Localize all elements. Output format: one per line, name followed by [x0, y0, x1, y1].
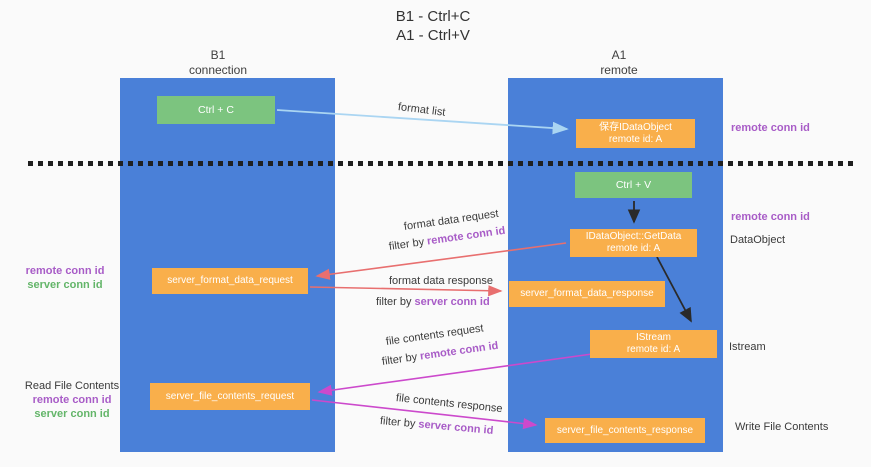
node-server-format-data-response: server_format_data_response: [509, 281, 665, 307]
label-filter-by-text: filter by: [376, 296, 415, 308]
label-format-data-response: format data response: [389, 275, 493, 287]
lane-b1-role: connection: [188, 63, 248, 77]
node-server-format-data-request: server_format_data_request: [152, 268, 308, 294]
node-istream-line1: IStream: [635, 332, 671, 343]
title-line-1: B1 - Ctrl+C: [395, 8, 471, 25]
annotation-read-file-block: Read File Contents remote conn id server…: [17, 379, 127, 421]
node-istream-line2: remote id: A: [626, 344, 681, 355]
node-server-file-contents-request: server_file_contents_request: [150, 383, 310, 410]
label-filter-server-1: filter by server conn id: [376, 296, 490, 308]
node-getdata-line1: IDataObject::GetData: [585, 231, 682, 242]
diagram-title: B1 - Ctrl+C A1 - Ctrl+V: [0, 7, 866, 45]
session-divider-dashed-line: [28, 161, 855, 166]
label-server-conn-id: server conn id: [414, 296, 490, 308]
lane-header-b1: B1 connection: [148, 48, 288, 78]
annotation-remote-conn-id-mid: remote conn id: [731, 211, 810, 223]
node-file-response-label: server_file_contents_response: [556, 424, 694, 436]
node-format-request-label: server_format_data_request: [167, 275, 293, 286]
annotation-server-conn-id-left: server conn id: [27, 279, 103, 291]
annotation-server-conn-id-bottom: server conn id: [34, 408, 110, 420]
node-ctrl-v: Ctrl + V: [575, 172, 692, 198]
node-idataobject-getdata: IDataObject::GetData remote id: A: [570, 229, 697, 257]
annotation-remote-conn-id-bottom: remote conn id: [32, 394, 112, 406]
label-filter-by-text: filter by: [379, 415, 419, 431]
node-ctrl-c-label: Ctrl + C: [198, 104, 234, 116]
node-server-file-contents-response: server_file_contents_response: [545, 418, 705, 443]
annotation-istream: Istream: [729, 341, 766, 353]
label-filter-by-text: filter by: [381, 350, 421, 368]
node-ctrl-c: Ctrl + C: [157, 96, 275, 124]
lane-a1-name: A1: [611, 48, 627, 62]
label-filter-server-2: filter by server conn id: [379, 415, 493, 437]
lane-a1-role: remote: [600, 63, 638, 77]
label-format-list: format list: [397, 101, 447, 119]
annotation-remote-conn-id-top: remote conn id: [731, 122, 810, 134]
node-getdata-line2: remote id: A: [606, 243, 661, 254]
annotation-remote-conn-id-left: remote conn id: [25, 265, 105, 277]
node-save-idataobject-line1: 保存IDataObject: [599, 121, 672, 133]
annotation-write-file-contents: Write File Contents: [735, 421, 829, 433]
node-save-idataobject: 保存IDataObject remote id: A: [576, 119, 695, 148]
label-filter-by-text: filter by: [388, 235, 428, 253]
annotation-left-conn-ids: remote conn id server conn id: [10, 264, 120, 292]
arrow-format-data-response: [309, 285, 503, 297]
node-istream: IStream remote id: A: [590, 330, 717, 358]
label-file-contents-response: file contents response: [395, 392, 504, 416]
label-server-conn-id: server conn id: [417, 418, 494, 437]
title-line-2: A1 - Ctrl+V: [396, 27, 470, 44]
node-save-idataobject-line2: remote id: A: [608, 133, 663, 145]
lane-b1-name: B1: [210, 48, 226, 62]
node-file-request-label: server_file_contents_request: [165, 390, 295, 402]
lane-header-a1: A1 remote: [549, 48, 689, 78]
node-ctrl-v-label: Ctrl + V: [615, 179, 652, 191]
annotation-read-file-contents: Read File Contents: [24, 380, 120, 392]
annotation-dataobject: DataObject: [730, 234, 786, 246]
label-remote-conn-id: remote conn id: [419, 339, 500, 363]
node-format-response-label: server_format_data_response: [520, 288, 654, 299]
